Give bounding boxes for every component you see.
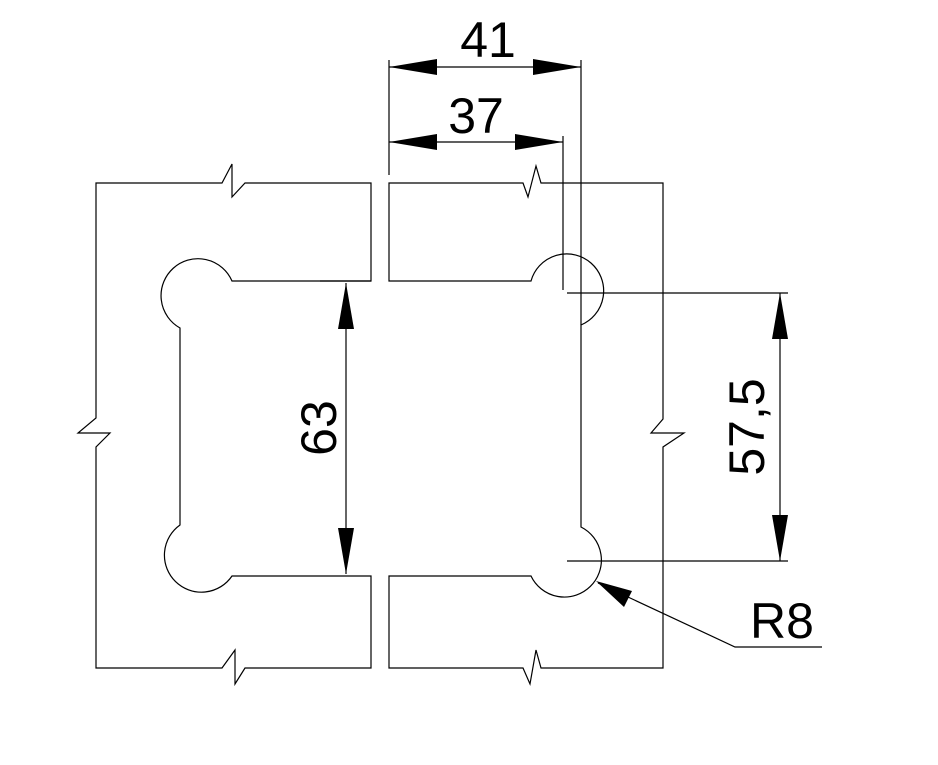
arrow-37-left — [389, 134, 437, 150]
arrow-41-left — [389, 59, 437, 75]
right-plate-outline — [388, 163, 686, 687]
dim-label-37: 37 — [448, 88, 504, 144]
arrow-57-5-top — [772, 293, 788, 339]
arrow-63-top — [338, 283, 354, 329]
arrow-57-5-bottom — [772, 515, 788, 561]
dim-label-63: 63 — [291, 400, 347, 456]
radius-leader — [597, 582, 822, 648]
arrow-37-right — [515, 134, 563, 150]
dim-label-41: 41 — [460, 12, 516, 68]
arrow-41-right — [533, 59, 581, 75]
dim-label-radius: R8 — [750, 593, 814, 649]
arrow-63-bottom — [338, 528, 354, 574]
left-plate-outline — [76, 163, 372, 687]
arrow-radius — [596, 581, 632, 607]
dim-label-57-5: 57,5 — [719, 378, 775, 475]
